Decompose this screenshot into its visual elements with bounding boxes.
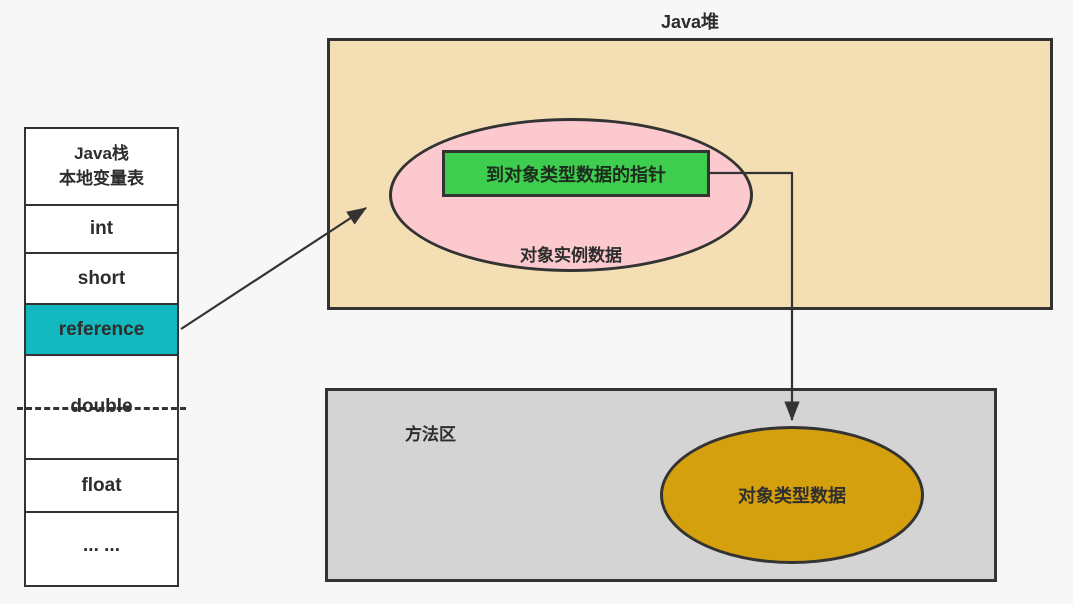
stack-cell-float: float xyxy=(24,457,179,514)
stack-header-cell: Java栈 本地变量表 xyxy=(24,127,179,206)
stack-cell-ellipsis: ... ... xyxy=(24,511,179,587)
stack-cell-int: int xyxy=(24,203,179,255)
object-type-data-ellipse: 对象类型数据 xyxy=(660,426,924,564)
stack-header-line2: 本地变量表 xyxy=(59,168,144,188)
stack-cell-double: double xyxy=(17,354,186,460)
pointer-to-type-data-label: 到对象类型数据的指针 xyxy=(486,164,666,185)
object-type-data-label: 对象类型数据 xyxy=(738,486,846,506)
stack-cell-short-label: short xyxy=(77,267,126,289)
object-instance-data-label: 对象实例数据 xyxy=(520,246,622,265)
method-area-title: 方法区 xyxy=(405,425,456,444)
stack-cell-double-label: double xyxy=(70,396,133,417)
stack-cell-float-label: float xyxy=(81,474,122,496)
stack-cell-int-label: int xyxy=(89,218,114,239)
stack-cell-short: short xyxy=(24,252,179,305)
java-stack-table: Java栈 本地变量表 int short reference double f… xyxy=(17,127,186,587)
stack-header-line1: Java栈 xyxy=(74,143,129,163)
heap-title: Java堆 xyxy=(660,12,720,32)
stack-cell-reference-label: reference xyxy=(58,318,145,340)
stack-cell-reference: reference xyxy=(24,302,179,357)
pointer-to-type-data-box: 到对象类型数据的指针 xyxy=(442,150,710,197)
stack-cell-ellipsis-label: ... ... xyxy=(83,535,120,556)
